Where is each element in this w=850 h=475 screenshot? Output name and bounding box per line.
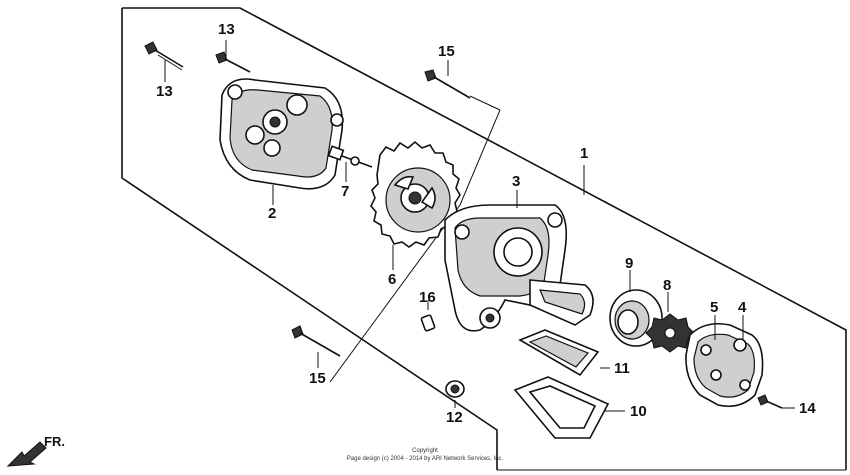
callout-7: 7 bbox=[341, 183, 349, 200]
inner-rotor-part-8 bbox=[645, 313, 695, 353]
callout-15a: 15 bbox=[438, 43, 455, 60]
bolt-part-15a bbox=[424, 69, 471, 99]
callout-13b: 13 bbox=[156, 83, 173, 100]
dowel-pin-part-16 bbox=[420, 314, 436, 332]
copyright-line-2: Page design (c) 2004 - 2014 by ARI Netwo… bbox=[347, 456, 504, 462]
pump-cover-part-2 bbox=[219, 78, 344, 190]
strainer-screen-part-11 bbox=[518, 329, 600, 377]
sprocket-part-6 bbox=[370, 140, 461, 248]
bolt-part-13b bbox=[215, 51, 251, 73]
front-direction-arrow: FR. bbox=[6, 434, 65, 467]
callout-1: 1 bbox=[580, 145, 588, 162]
screw-part-14 bbox=[757, 394, 783, 409]
direction-label: FR. bbox=[44, 434, 65, 449]
assembly-outline bbox=[121, 7, 847, 471]
bolt-part-13a bbox=[144, 41, 184, 71]
callout-13a: 13 bbox=[218, 21, 235, 38]
pump-plate-parts-4-5 bbox=[685, 322, 764, 408]
callout-2: 2 bbox=[268, 205, 276, 222]
callout-16: 16 bbox=[419, 289, 436, 306]
copyright-line-1: Copyright bbox=[412, 448, 438, 454]
o-ring-part-12 bbox=[445, 380, 465, 398]
bolt-part-7 bbox=[327, 145, 373, 168]
callout-15b: 15 bbox=[309, 370, 326, 387]
callout-4: 4 bbox=[738, 299, 747, 316]
callout-11: 11 bbox=[614, 360, 630, 377]
leader-lines bbox=[164, 40, 795, 412]
callout-12: 12 bbox=[446, 409, 463, 426]
strainer-seal-part-10 bbox=[513, 376, 610, 439]
callout-6: 6 bbox=[388, 271, 396, 288]
pump-body-part-3 bbox=[444, 204, 594, 332]
callout-5: 5 bbox=[710, 299, 718, 316]
callout-14: 14 bbox=[799, 400, 816, 417]
callout-10: 10 bbox=[630, 403, 647, 420]
callout-9: 9 bbox=[625, 255, 633, 272]
bolt-part-15b bbox=[291, 325, 341, 357]
callout-8: 8 bbox=[663, 277, 671, 294]
callout-3: 3 bbox=[512, 173, 520, 190]
